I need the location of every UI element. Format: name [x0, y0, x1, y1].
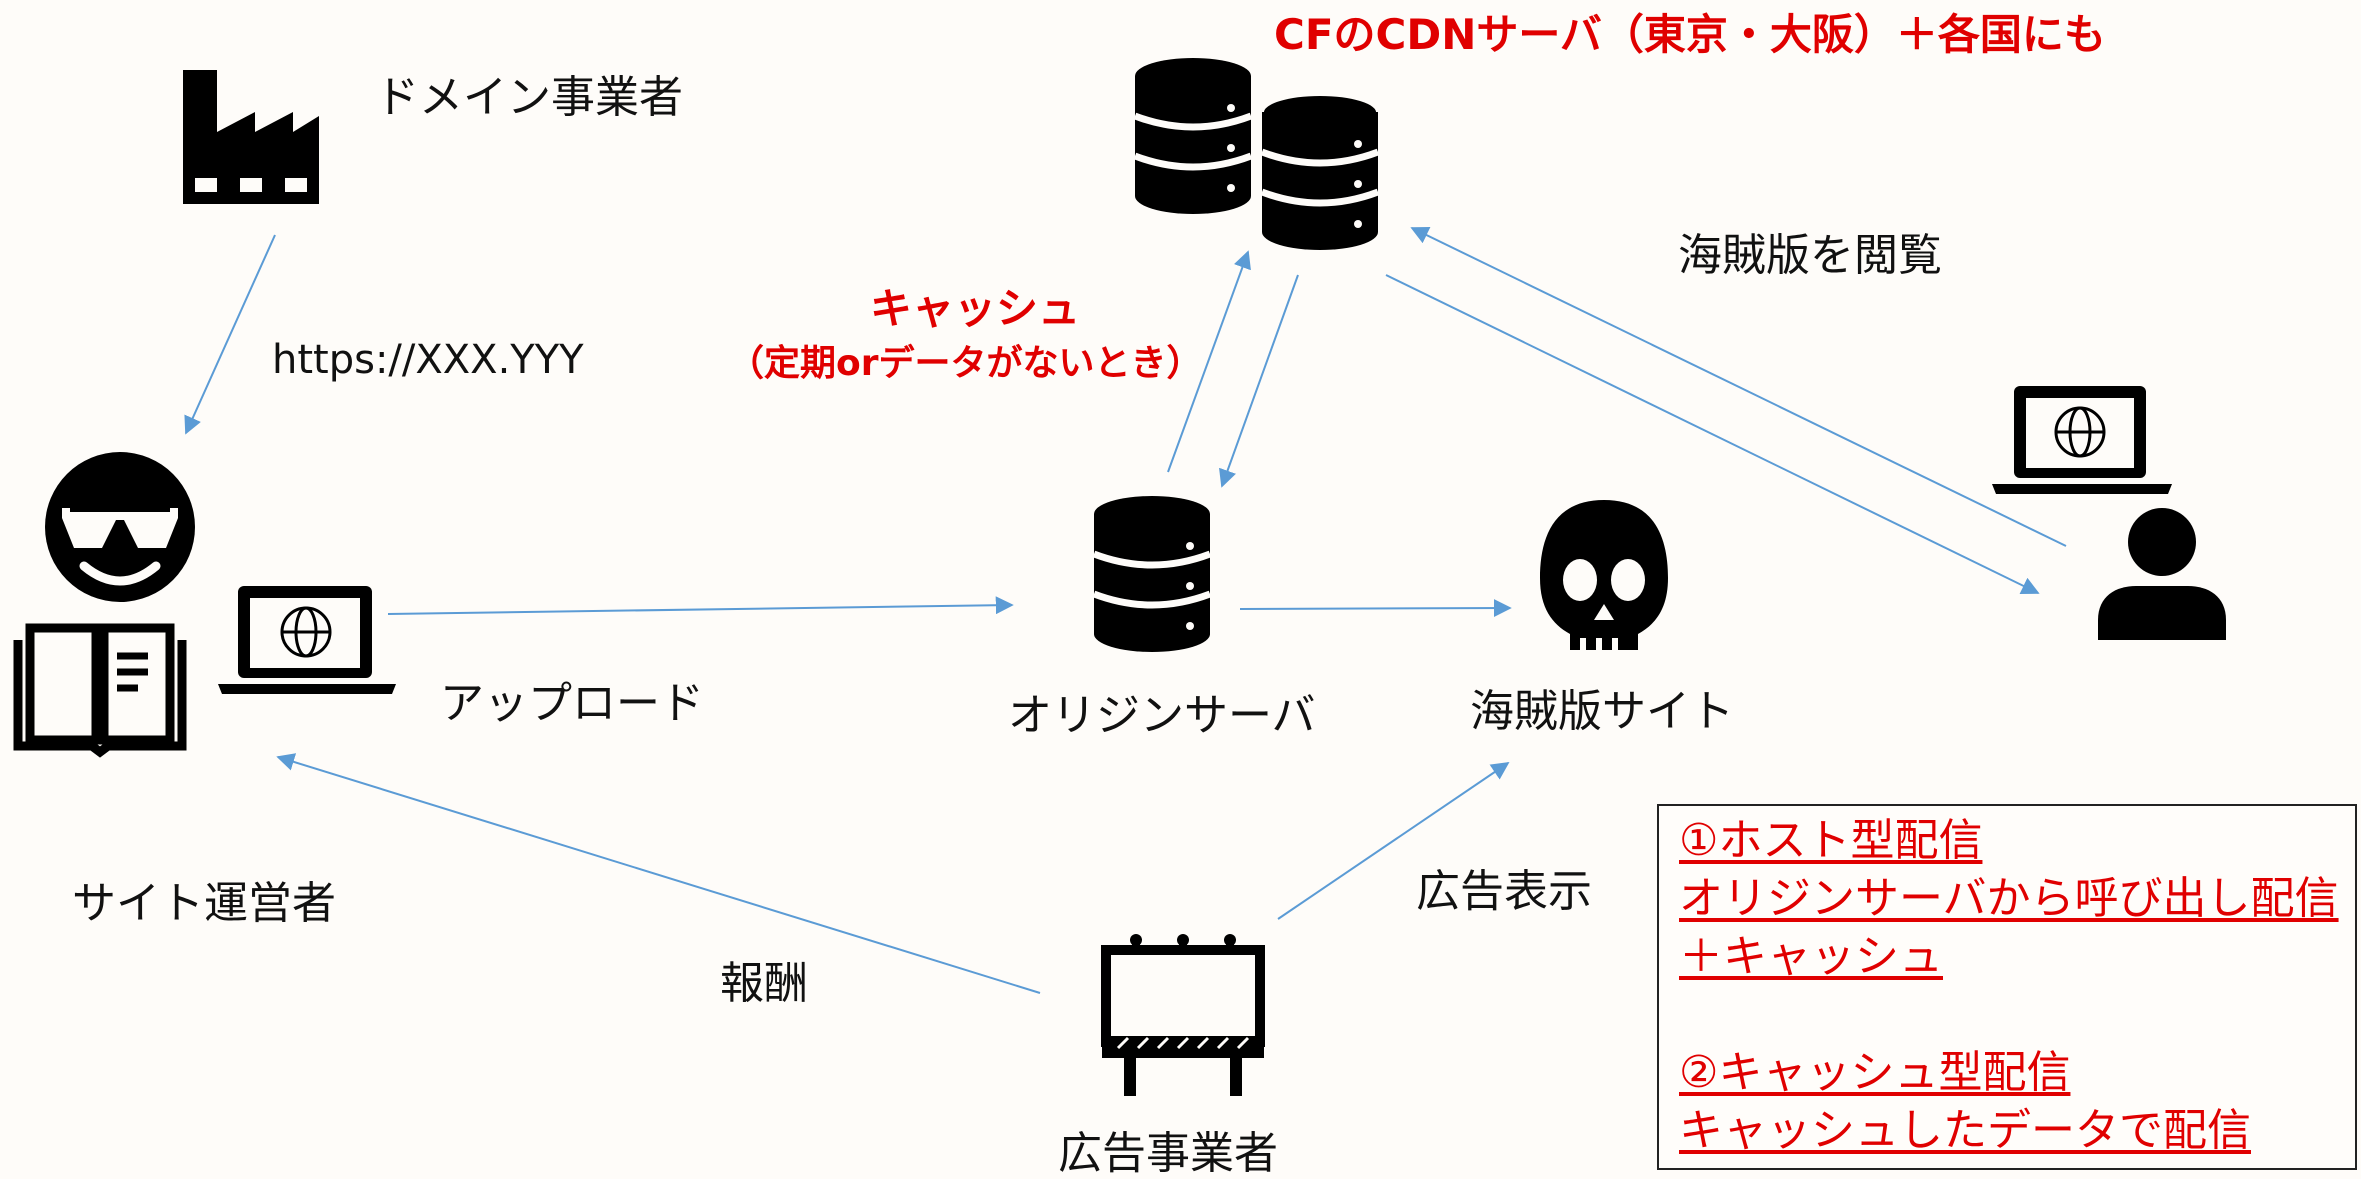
cache-title-label: キャッシュ [870, 284, 1081, 333]
site-operator-label: サイト運営者 [72, 878, 336, 929]
arrow-origin-to-cdn [1167, 250, 1251, 473]
arrow-viewer-to-cdn [1410, 226, 2067, 547]
ad-provider-label: 広告事業者 [1058, 1128, 1278, 1179]
database-icon [1133, 58, 1253, 214]
cdn-label: CFのCDNサーバ（東京・大阪）＋各国にも [1274, 10, 2106, 59]
arrow-upload [387, 596, 1014, 615]
sunglasses-face-icon [45, 452, 195, 602]
note-line-3: ＋キャッシュ [1679, 931, 1943, 982]
note-line-5: キャッシュしたデータで配信 [1679, 1105, 2251, 1156]
note-line-4: ②キャッシュ型配信 [1679, 1047, 2071, 1098]
arrow-origin-to-pirate-site [1239, 599, 1512, 618]
pirate-site-label: 海賊版サイト [1470, 686, 1734, 737]
upload-label: アップロード [440, 678, 704, 729]
note-spacer [1679, 986, 2355, 1044]
arrow-ad-to-pirate-site [1277, 761, 1510, 920]
note-line-1: ①ホスト型配信 [1679, 815, 1983, 866]
person-icon [2098, 508, 2226, 640]
billboard-icon [1101, 934, 1265, 1096]
reward-label: 報酬 [720, 958, 808, 1009]
arrows [184, 226, 2067, 994]
view-label: 海賊版を閲覧 [1678, 230, 1942, 281]
domain-url-label: https://XXX.YYY [272, 337, 584, 383]
cache-subtitle-label: （定期orデータがないとき） [728, 343, 1203, 384]
ad-display-label: 広告表示 [1416, 866, 1592, 917]
laptop-globe-icon [1992, 386, 2172, 494]
database-icon [1260, 92, 1380, 250]
laptop-globe-icon [218, 586, 396, 694]
domain-provider-label: ドメイン事業者 [375, 72, 683, 123]
origin-server-label: オリジンサーバ [1008, 690, 1316, 741]
arrow-domain-to-operator [184, 234, 276, 435]
open-book-icon [13, 623, 187, 758]
arrow-cdn-to-viewer [1385, 274, 2040, 594]
arrow-reward [276, 753, 1041, 994]
note-line-2: オリジンサーバから呼び出し配信 [1679, 873, 2339, 924]
database-icon [1092, 496, 1212, 652]
factory-icon [183, 70, 319, 204]
arrow-cdn-to-origin [1219, 274, 1299, 488]
skull-icon [1540, 500, 1668, 652]
delivery-note-box: ①ホスト型配信 オリジンサーバから呼び出し配信 ＋キャッシュ ②キャッシュ型配信… [1657, 804, 2357, 1170]
